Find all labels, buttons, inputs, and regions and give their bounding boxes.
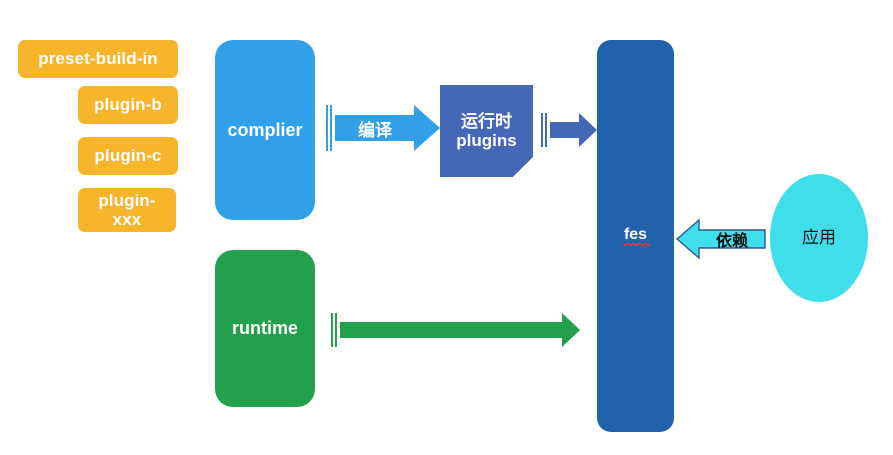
node-label: 应用 (802, 228, 836, 248)
folded-corner-icon (512, 156, 533, 177)
node-label: preset-build-in (38, 49, 158, 69)
node-label: plugin-xxx (98, 190, 156, 229)
arrow-tail-stripes (330, 313, 337, 347)
arrow-left-icon (676, 218, 766, 260)
node-app[interactable]: 应用 (770, 174, 868, 302)
arrow-depend: 依赖 (676, 216, 766, 262)
node-label-line2: plugins (456, 131, 517, 150)
node-complier[interactable]: complier (215, 40, 315, 220)
arrow-plugins-to-fes (540, 113, 597, 147)
node-label: fes (622, 226, 651, 246)
node-label: plugin-c (94, 146, 162, 166)
arrow-head-icon (579, 113, 597, 147)
node-label: runtime (231, 318, 298, 339)
node-preset-build-in[interactable]: preset-build-in (18, 40, 178, 78)
arrow-compile: 编译 (325, 105, 440, 151)
node-fes[interactable]: fes (597, 40, 674, 432)
node-plugin-c[interactable]: plugin-c (78, 137, 178, 175)
node-plugin-b[interactable]: plugin-b (78, 86, 178, 124)
arrow-runtime-to-fes (330, 313, 580, 347)
arrow-head-icon (562, 313, 580, 347)
arrow-label (550, 122, 580, 138)
node-runtime-plugins[interactable]: 运行时 plugins (440, 85, 533, 177)
arrow-tail-stripes (540, 113, 547, 147)
arrow-tail-stripes (325, 105, 332, 151)
node-plugin-xxx[interactable]: plugin-xxx (78, 188, 176, 232)
node-label: complier (227, 119, 303, 140)
arrow-label: 编译 (335, 115, 415, 141)
arrow-head-icon (414, 105, 440, 151)
node-runtime[interactable]: runtime (215, 250, 315, 407)
arrow-label (340, 322, 563, 338)
node-label-line1: 运行时 (461, 111, 512, 131)
node-label: plugin-b (94, 95, 162, 115)
